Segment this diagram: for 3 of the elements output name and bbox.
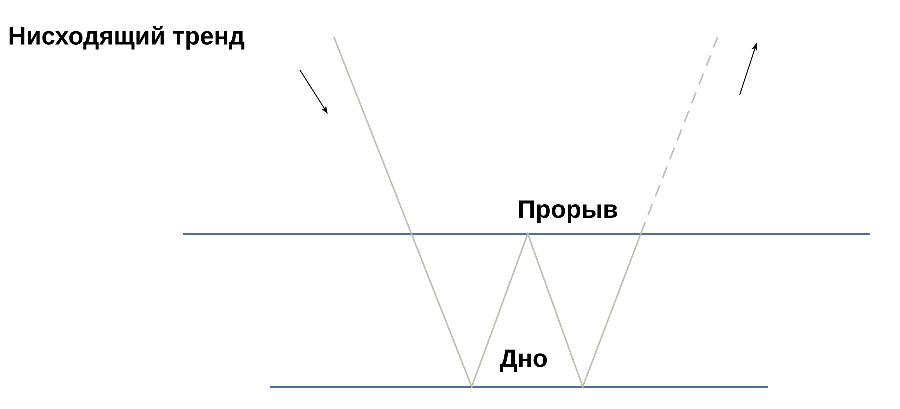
text-label: Нисходящий тренд xyxy=(10,26,245,50)
text-label: Дно xyxy=(500,350,548,372)
text-label: Прорыв xyxy=(519,200,618,224)
